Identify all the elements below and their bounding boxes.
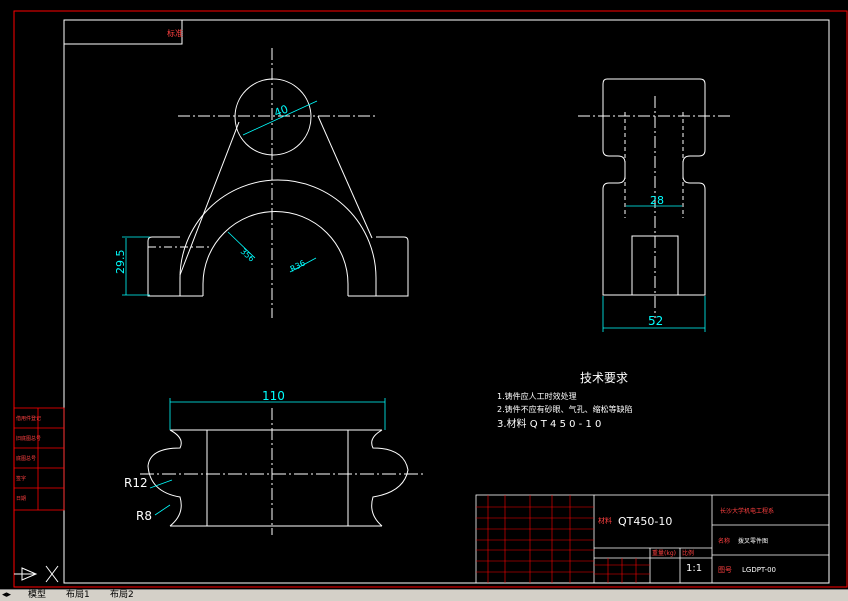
dim-h29: 29.5 (114, 250, 127, 275)
tech-line-2: 2.铸件不应有砂眼、气孔、缩松等缺陷 (497, 404, 633, 414)
corner-stamp-box (63, 19, 183, 45)
dim-r8: R8 (136, 509, 152, 523)
ucs-icon (14, 565, 59, 583)
title-block-grid (476, 495, 650, 583)
material-label: 材料 (598, 516, 612, 525)
boss-circle (234, 78, 312, 156)
dim-w52: 52 (648, 314, 663, 328)
tab-model[interactable]: 模型 (28, 590, 47, 600)
left-strip-4: 签字 (16, 475, 26, 482)
title-block (475, 494, 830, 584)
top-dimensions (149, 398, 386, 516)
part-name-label: 名称 (718, 537, 730, 545)
dim-r12: R12 (124, 476, 148, 490)
drawing-no-value: LGDPT-00 (742, 566, 776, 574)
weight-label: 重量(kg) (652, 549, 676, 557)
tab-layout2[interactable]: 布局2 (110, 590, 134, 600)
tab-layout1[interactable]: 布局1 (66, 590, 90, 600)
front-dimensions (122, 100, 318, 296)
left-strip-5: 日期 (16, 496, 26, 502)
left-strip-table (13, 407, 65, 511)
side-dimensions (602, 205, 706, 332)
left-strip-2: 旧底图总号 (16, 435, 41, 442)
tab-nav-arrows-icon[interactable]: ◂▸ (2, 590, 12, 600)
left-strip-1: 借用件登记 (16, 415, 41, 422)
front-view (147, 48, 409, 318)
part-name-value: 拨叉零件图 (738, 537, 768, 545)
tech-title: 技术要求 (580, 371, 628, 385)
school-name: 长沙大学机电工程系 (720, 507, 774, 515)
side-view (578, 78, 732, 318)
tech-line-3: 3.材料 Q T 4 5 0 - 1 0 (497, 417, 601, 430)
dim-l110: 110 (262, 389, 285, 403)
dim-r56: 356 (239, 247, 256, 264)
paper-border (13, 10, 848, 588)
drawing-no-label: 图号 (718, 566, 732, 574)
left-strip-3: 底图总号 (16, 455, 36, 462)
dim-r36: R36 (289, 258, 307, 273)
dim-w28: 28 (650, 194, 664, 207)
scale-label: 比例 (682, 549, 694, 557)
tech-line-1: 1.铸件应人工时效处理 (497, 391, 577, 401)
top-view (140, 408, 425, 535)
corner-stamp-text: 标准 (167, 28, 183, 38)
drawing-frame (63, 19, 830, 584)
layout-tab-bar: ◂▸ 模型 布局1 布局2 (0, 589, 848, 601)
material-value: QT450-10 (618, 515, 672, 528)
dim-d40: 40 (272, 102, 290, 119)
scale-value: 1:1 (686, 563, 702, 574)
